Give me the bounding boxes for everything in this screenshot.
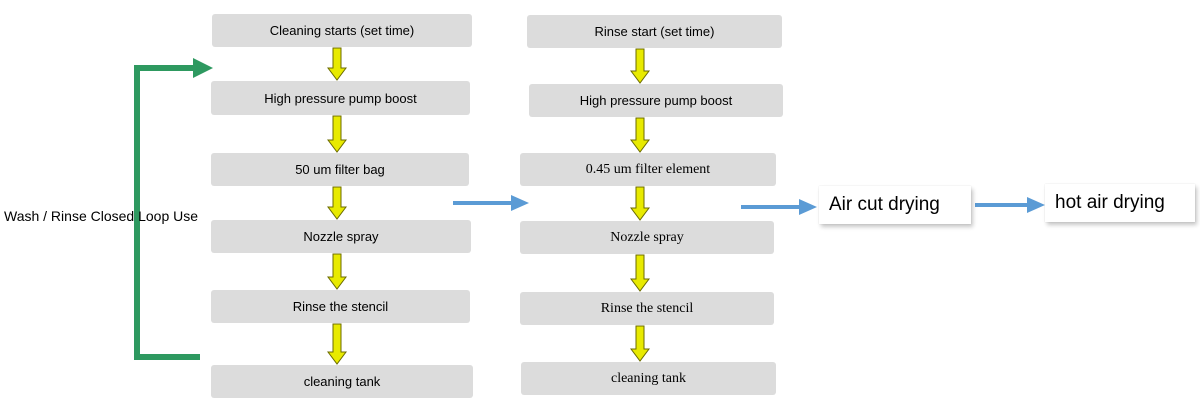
wash-step-6-label: cleaning tank <box>303 374 381 389</box>
wash-step-1-label: Cleaning starts (set time) <box>269 23 415 38</box>
wash-step-3-label: 50 um filter bag <box>295 162 385 177</box>
down-arrow-10 <box>630 325 650 362</box>
rinse-step-5-label: Rinse the stencil <box>600 300 694 316</box>
rinse-step-5: Rinse the stencil <box>520 292 774 325</box>
down-arrow-2 <box>327 115 347 153</box>
rinse-step-3-label: 0.45 um filter element <box>585 161 711 177</box>
closed-loop-line <box>134 65 200 360</box>
air-cut-drying-label: Air cut drying <box>829 194 940 215</box>
rinse-step-6-label: cleaning tank <box>610 370 687 386</box>
down-arrow-9 <box>630 254 650 292</box>
flow-arrow-rinse-to-air-head <box>799 199 817 215</box>
air-cut-drying-box: Air cut drying <box>819 186 971 224</box>
wash-step-4-label: Nozzle spray <box>303 229 379 244</box>
rinse-step-2: High pressure pump boost <box>529 84 783 117</box>
rinse-step-4-label: Nozzle spray <box>610 229 684 245</box>
wash-step-4: Nozzle spray <box>211 220 471 253</box>
down-arrow-7 <box>630 117 650 153</box>
down-arrow-5 <box>327 323 347 365</box>
hot-air-drying-label: hot air drying <box>1055 192 1165 213</box>
rinse-step-3: 0.45 um filter element <box>520 153 776 186</box>
wash-step-5-label: Rinse the stencil <box>292 299 389 314</box>
closed-loop-arrowhead <box>193 58 213 78</box>
down-arrow-3 <box>327 186 347 220</box>
wash-step-2: High pressure pump boost <box>211 81 470 115</box>
rinse-step-4: Nozzle spray <box>520 221 774 254</box>
down-arrow-8 <box>630 186 650 221</box>
flow-arrow-wash-to-rinse-head <box>511 195 529 211</box>
wash-step-1: Cleaning starts (set time) <box>212 14 472 47</box>
wash-step-2-label: High pressure pump boost <box>264 90 417 106</box>
down-arrow-4 <box>327 253 347 290</box>
rinse-step-1-label: Rinse start (set time) <box>594 24 715 39</box>
rinse-step-6: cleaning tank <box>521 362 776 395</box>
rinse-step-2-label: High pressure pump boost <box>579 93 733 108</box>
hot-air-drying-box: hot air drying <box>1045 184 1195 222</box>
flow-arrow-air-to-hot-head <box>1027 197 1045 213</box>
down-arrow-6 <box>630 48 650 84</box>
down-arrow-1 <box>327 47 347 81</box>
wash-step-5: Rinse the stencil <box>211 290 470 323</box>
down-arrows <box>327 47 650 365</box>
wash-step-6: cleaning tank <box>211 365 473 398</box>
closed-loop-label: Wash / Rinse Closed Loop Use <box>4 208 199 224</box>
wash-step-3: 50 um filter bag <box>211 153 469 186</box>
rinse-step-1: Rinse start (set time) <box>527 15 782 48</box>
